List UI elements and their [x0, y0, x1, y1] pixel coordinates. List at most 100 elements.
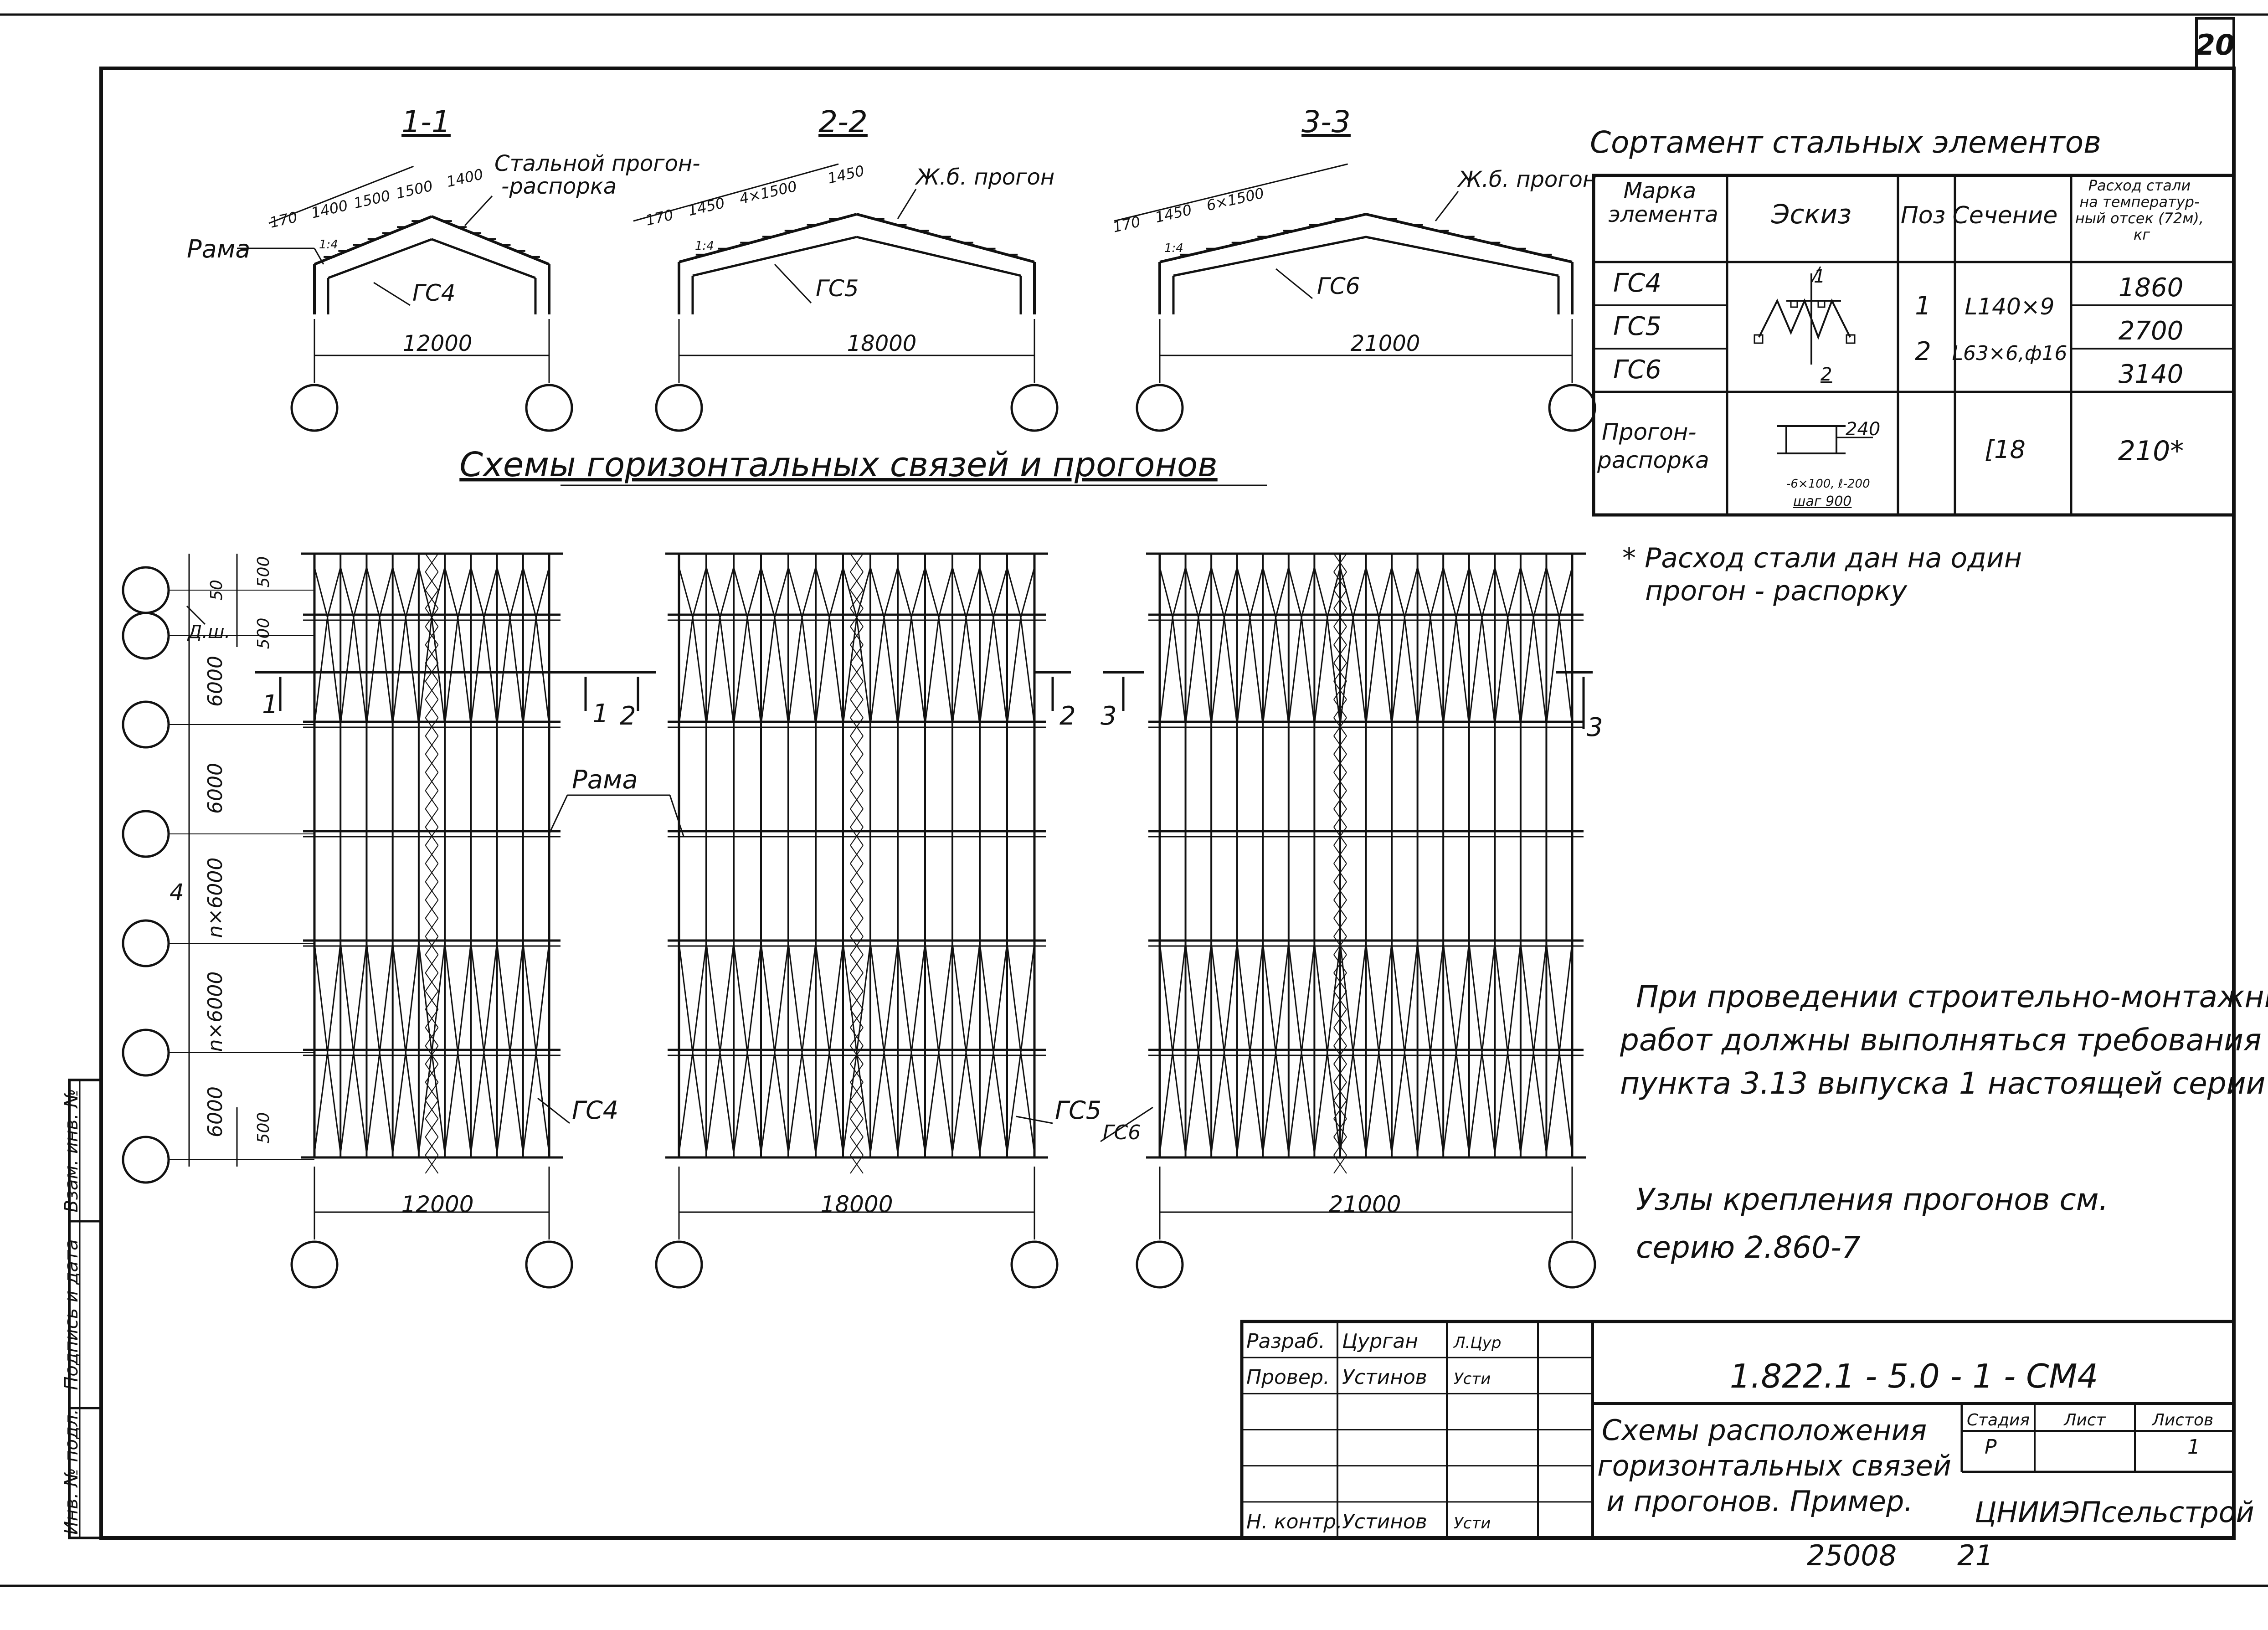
plan-2-ridge-lattice: [850, 681, 864, 700]
plan-3-brace: [1430, 617, 1444, 725]
plan-1-ridge-lattice: [425, 1009, 439, 1028]
plan-3-brace: [1198, 617, 1212, 725]
plan-1-ridge-lattice: [425, 644, 439, 663]
plan-3-ridge-lattice: [1333, 590, 1347, 609]
plan-2-brace: [869, 567, 885, 618]
document-title-l3: и прогонов. Пример.: [1606, 1485, 1913, 1518]
plan-3-ridge-lattice: [1333, 1155, 1347, 1174]
plan-1-brace: [496, 943, 511, 1053]
plan-2-brace: [1006, 567, 1022, 618]
plan-3-brace: [1404, 567, 1419, 618]
plan-2-brace: [979, 567, 994, 618]
plan-1-ridge-lattice: [425, 1136, 439, 1156]
plan-3-ridge-lattice: [1333, 663, 1347, 682]
plan-2-ridge-lattice: [850, 571, 864, 591]
row-3-mass: 3140: [2119, 360, 2184, 389]
plan-2-brace: [979, 943, 994, 1053]
section-1-dim-3: 1500: [394, 177, 434, 202]
table-header-pos: Поз: [1901, 202, 1946, 229]
plan-1-brace: [418, 1052, 432, 1153]
plan-2-brace: [1020, 617, 1035, 725]
plan-3-brace: [1378, 943, 1393, 1053]
plan-2-brace: [719, 617, 735, 725]
plan-1-brace: [327, 1052, 341, 1153]
plan-2-span: 18000: [820, 1191, 893, 1218]
plan-3-brace: [1391, 943, 1405, 1053]
plan-1-ridge-lattice: [425, 954, 439, 973]
section-3-axis-left: [1136, 384, 1184, 432]
plan-1: [290, 552, 573, 1289]
brace-sketch: 1 2: [1754, 266, 1856, 385]
plan-title: Схемы горизонтальных связей и прогонов: [459, 445, 1217, 484]
tb-name-0: Цурган: [1342, 1330, 1418, 1353]
plan-3-brace: [1313, 943, 1328, 1053]
plan-1-ridge-lattice: [425, 1100, 439, 1119]
section-1-left-rafter-inner: [328, 238, 432, 279]
section-3-purlin-label: Ж.б. прогон: [1457, 167, 1597, 192]
plan-1-ridge-lattice: [425, 1118, 439, 1137]
plan-2-ridge-lattice: [850, 845, 864, 864]
section-1-frame: [268, 165, 573, 432]
sheet-number: 20: [2196, 28, 2235, 62]
section-3-left-rafter: [1159, 213, 1367, 263]
plan-2-brace: [678, 617, 694, 725]
plan-3-brace: [1288, 567, 1302, 618]
plan-3-ridge-lattice: [1333, 972, 1347, 992]
plan-1-brace: [405, 1052, 420, 1153]
plan-3-axis-right: [1548, 1240, 1596, 1289]
plan-3-ridge-lattice: [1333, 626, 1347, 645]
plan-2-ridge-lattice: [850, 663, 864, 682]
plan-2-brace: [760, 1052, 776, 1153]
plan-1-brace: [431, 943, 446, 1053]
section-3-dims: 170 1450 6×1500: [1111, 184, 1265, 236]
plan-2-brace: [897, 943, 912, 1053]
section-3-frame: [1114, 163, 1596, 432]
plan-3-brace: [1301, 1052, 1315, 1153]
plan-2-brace: [787, 567, 803, 618]
plan-3-brace: [1198, 567, 1212, 618]
plan-1-brace: [379, 567, 394, 618]
plan-3-brace: [1352, 943, 1367, 1053]
cut-3-right: 3: [1587, 713, 1603, 742]
section-3-dim-2: 6×1500: [1205, 184, 1266, 214]
plan-1-brace: [509, 943, 524, 1053]
plan-1-ridge-lattice: [425, 626, 439, 645]
plan-2-brace: [774, 943, 789, 1053]
plan-3-ridge-lattice: [1333, 918, 1347, 937]
left-axis-circle-6: [122, 1136, 170, 1184]
plan-2-brace: [883, 617, 899, 725]
plan-2-brace: [760, 567, 776, 618]
plan-1-ridge-lattice: [425, 918, 439, 937]
plan-3-ridge-lattice: [1333, 1064, 1347, 1083]
plan-2-ridge-lattice: [850, 808, 864, 828]
plan-3-brace: [1327, 617, 1341, 725]
plan-2-brace: [1006, 617, 1022, 725]
stage-header: Стадия: [1967, 1411, 2030, 1429]
plan-2-brace-label: ГС5: [1055, 1096, 1101, 1125]
plan-2-brace: [1006, 943, 1022, 1053]
plan-3-brace: [1223, 567, 1238, 618]
plan-2-brace: [993, 567, 1008, 618]
plan-3-ridge-lattice: [1333, 954, 1347, 973]
plan-1-brace: [470, 567, 485, 618]
note-nodes-l2: серию 2.860-7: [1636, 1230, 1861, 1265]
left-dim-2: 6000: [204, 656, 227, 707]
left-axis-circle-5: [122, 1028, 170, 1077]
plan-3-ridge-lattice: [1333, 991, 1347, 1010]
plan-2-axis-right: [1010, 1240, 1059, 1289]
plan-1-brace: [379, 1052, 394, 1153]
plan-gs5-leader: [1016, 1116, 1053, 1124]
plan-2-brace: [815, 617, 830, 725]
side-stamp: Взам. инв. № Подпись и дата Инв. № подл.: [61, 1079, 103, 1539]
plan-3-brace: [1468, 617, 1483, 725]
plan-1-brace: [457, 943, 472, 1053]
plan-2-brace: [719, 567, 735, 618]
plan-3-ridge-lattice: [1333, 1027, 1347, 1046]
plan-2-brace: [856, 943, 871, 1053]
plan-1-ridge-lattice: [425, 772, 439, 791]
side-stamp-cell-3: Взам. инв. №: [61, 1089, 82, 1213]
plan-schemes: [122, 552, 1596, 1289]
plan-2-brace: [801, 617, 817, 725]
document-title: Схемы расположения горизонтальных связей…: [1597, 1414, 1960, 1518]
plan-2-brace: [938, 567, 953, 618]
